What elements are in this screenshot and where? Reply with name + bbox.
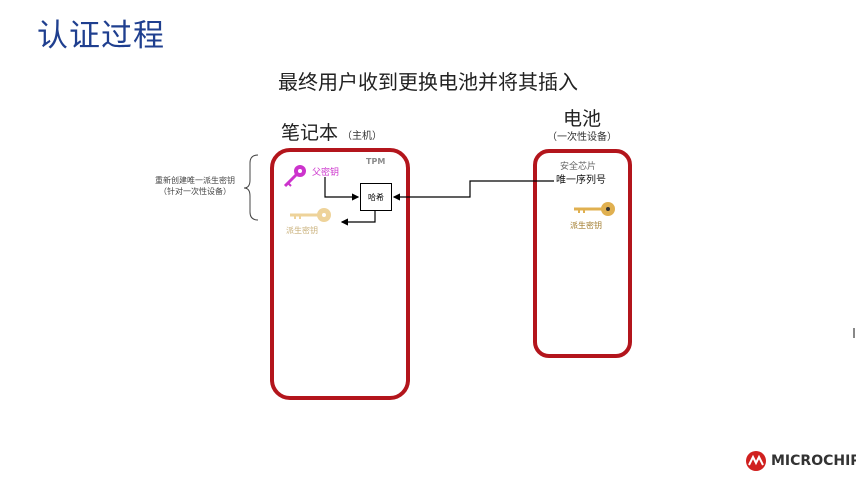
microchip-logo-icon [746,451,766,471]
serial-to-hash-arrow [392,180,554,201]
parent-key-icon [283,165,306,188]
derived-key-label-host: 派生密钥 [286,226,318,235]
hash-to-derived-key-arrow [340,211,376,226]
parent-key-to-hash-arrow [324,177,360,201]
note-line-2: （针对一次性设备） [159,187,231,196]
battery-box [533,149,632,358]
recreate-key-note: 重新创建唯一派生密钥 （针对一次性设备） [140,175,250,197]
microchip-logo: MICROCHIP [745,450,856,472]
logo-text: MICROCHIP [771,453,856,469]
battery-heading-note: （一次性设备） [547,132,617,143]
serial-number-label: 唯一序列号 [556,175,606,186]
derived-key-label-battery: 派生密钥 [570,221,602,230]
slide-subtitle: 最终用户收到更换电池并将其插入 [278,70,578,94]
host-heading: 笔记本（主机） [281,118,382,145]
host-heading-text: 笔记本 [281,122,339,144]
derived-key-icon-battery [574,202,615,216]
host-heading-note: （主机） [342,131,383,142]
slide-title: 认证过程 [37,18,165,54]
tpm-label: TPM [366,157,386,166]
edge-mark [853,328,855,338]
derived-key-icon-host [290,208,331,222]
battery-heading: 电池 [562,108,601,130]
secure-chip-label: 安全芯片 [560,162,597,172]
hash-label: 哈希 [368,192,384,202]
note-brace [243,154,259,221]
note-line-1: 重新创建唯一派生密钥 [155,176,235,185]
host-box [270,148,410,400]
parent-key-label: 父密钥 [312,168,340,178]
hash-box: 哈希 [360,183,392,211]
